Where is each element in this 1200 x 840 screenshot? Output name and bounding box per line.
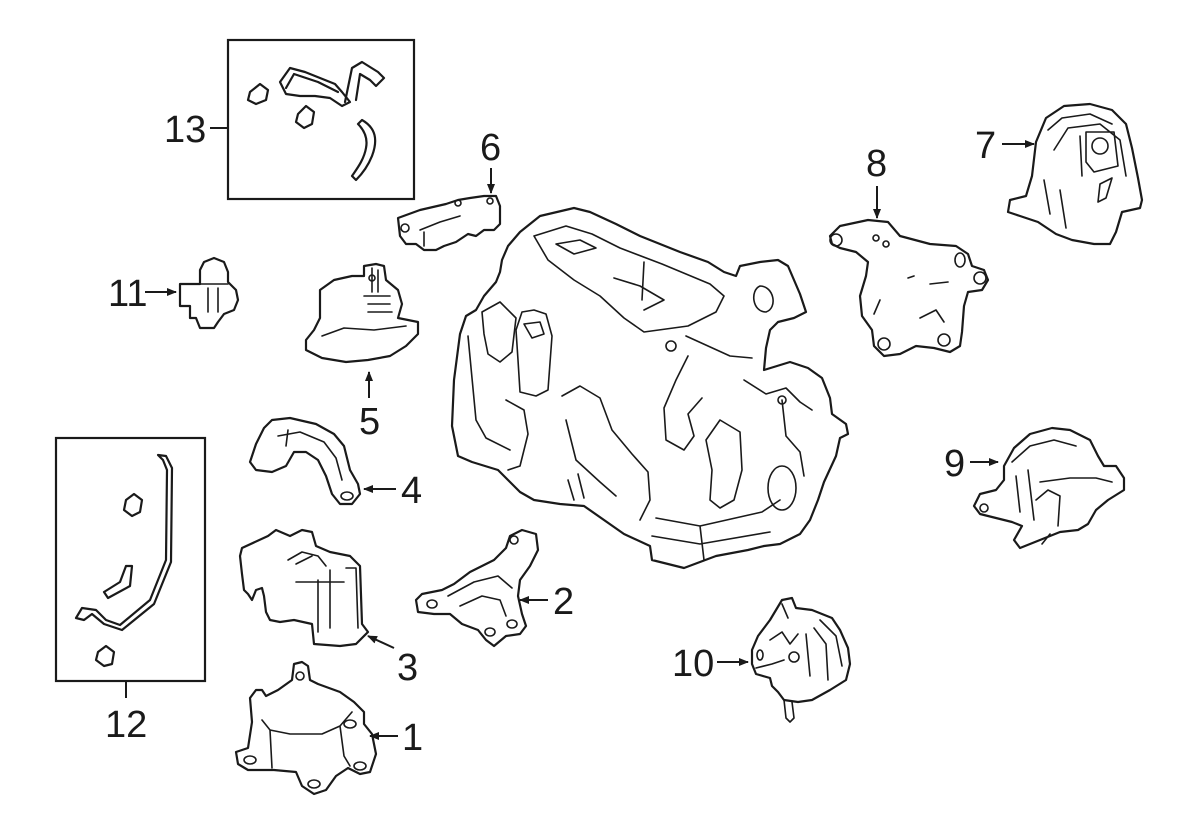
part-13-hose-elbow: [343, 60, 386, 104]
part-4-stay-bracket[interactable]: 4: [248, 416, 422, 512]
part-13-grommet-b: [294, 104, 316, 130]
part-11-solenoid-valve[interactable]: 11: [108, 256, 240, 330]
part-8-body: [828, 218, 990, 358]
part-6-body: [396, 194, 502, 252]
callout-11: 11: [108, 273, 147, 315]
engine-outline: [450, 206, 850, 570]
part-10-rear-mount-lower[interactable]: 10: [672, 596, 852, 723]
part-12-hose-kit-lower[interactable]: 12: [54, 436, 207, 746]
callout-5: 5: [359, 401, 380, 443]
callout-3: 3: [397, 647, 418, 689]
part-5-body: [304, 262, 420, 364]
part-4-body: [248, 416, 362, 506]
engine-assembly: [450, 206, 850, 570]
part-10-stud: [783, 699, 795, 723]
part-12-hose-long: [74, 453, 174, 632]
part-1-engine-mount[interactable]: 1: [234, 660, 423, 796]
part-3-arrow: [367, 635, 395, 649]
part-13-grommet-a: [246, 82, 270, 106]
part-13-hose-loop: [278, 66, 352, 108]
part-13-hose-curved: [350, 118, 377, 182]
part-12-grommet-b: [94, 644, 116, 668]
part-3-mount-bracket-housing[interactable]: 3: [238, 528, 418, 689]
callout-9: 9: [944, 443, 965, 485]
callout-7: 7: [975, 125, 996, 167]
part-12-grommet-a: [122, 492, 144, 518]
part-13-hose-kit-upper[interactable]: 13: [164, 38, 416, 201]
part-12-frame: [54, 436, 207, 683]
part-1-body: [234, 660, 378, 796]
part-9-body: [972, 426, 1126, 550]
part-5-engine-side-mount[interactable]: 5: [304, 262, 420, 443]
part-11-body: [178, 256, 240, 330]
part-10-body: [750, 596, 852, 704]
part-7-body: [1006, 102, 1144, 246]
callout-2: 2: [553, 581, 574, 623]
part-2-mount-bracket-lower[interactable]: 2: [414, 528, 574, 648]
part-7-transmission-mount[interactable]: 7: [975, 102, 1144, 246]
part-2-body: [414, 528, 540, 648]
callout-13: 13: [164, 109, 206, 151]
part-9-rear-mount[interactable]: 9: [944, 426, 1126, 550]
part-13-frame: [226, 38, 416, 201]
part-8-side-mount-bracket[interactable]: 8: [828, 143, 990, 358]
part-12-hose-short: [102, 564, 134, 600]
callout-12: 12: [105, 704, 147, 746]
callout-1: 1: [402, 717, 423, 759]
callout-10: 10: [672, 643, 714, 685]
callout-4: 4: [401, 470, 422, 512]
part-6-upper-mount-bracket[interactable]: 6: [396, 127, 502, 252]
part-3-body: [238, 528, 370, 648]
callout-8: 8: [866, 143, 887, 185]
callout-6: 6: [480, 127, 501, 169]
